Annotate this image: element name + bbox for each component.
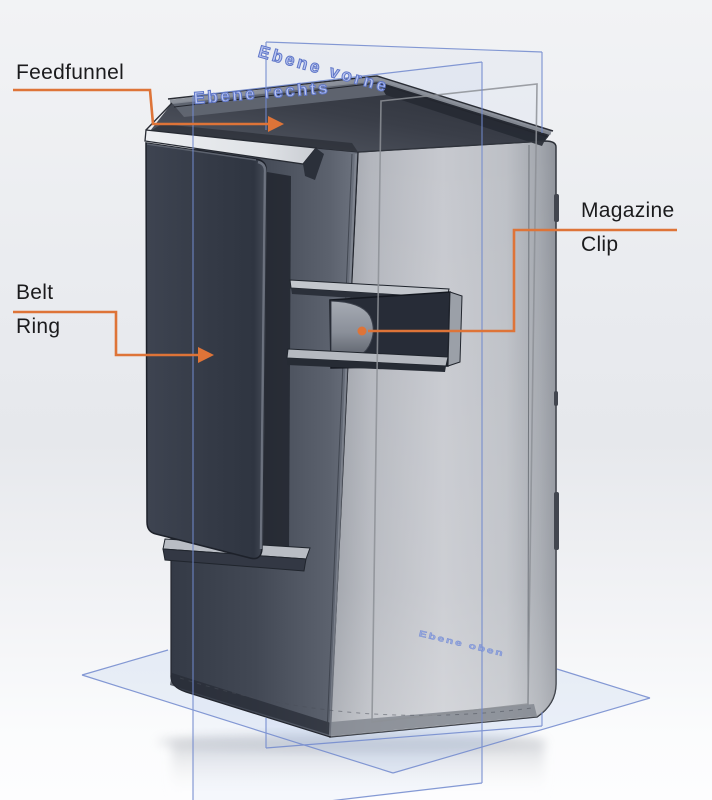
plane-top-lower-right-edge[interactable] xyxy=(392,697,651,774)
side-tab xyxy=(554,492,559,550)
model-body[interactable] xyxy=(145,75,559,738)
front-right-rim-line xyxy=(357,140,546,153)
belt-ring-label-line2: Ring xyxy=(16,315,61,338)
feedfunnel-leader-line xyxy=(13,88,271,126)
feedfunnel-arrowhead xyxy=(268,116,284,132)
belt-plate-edge-highlight xyxy=(257,160,267,550)
plane-front-bottom-edge[interactable] xyxy=(265,725,543,749)
left-silhouette-line xyxy=(145,102,173,131)
rim-inner-line xyxy=(173,82,549,138)
bottom-fillet-right xyxy=(330,704,537,736)
funnel-right-cheek xyxy=(303,148,324,180)
plane-right-top-edge[interactable] xyxy=(192,61,483,97)
plane-front-top-edge[interactable] xyxy=(265,41,543,53)
magazine-clip-leader-line xyxy=(368,228,677,333)
front-corner-highlight xyxy=(328,153,358,737)
plane-top-upper-right-edge[interactable] xyxy=(556,668,651,699)
reference-plane-top[interactable] xyxy=(81,649,651,774)
clip-lower-arm-side xyxy=(287,358,446,372)
belt-ring-arrowhead xyxy=(198,347,214,363)
side-tab xyxy=(554,391,558,406)
belt-ring-label-line1: Belt xyxy=(16,281,54,304)
callout-terminators xyxy=(198,116,367,363)
clip-plate-edge xyxy=(447,291,463,367)
belt-plate-face[interactable] xyxy=(145,142,267,560)
inner-wall-back-left xyxy=(172,80,386,117)
belt-plate-top-highlight xyxy=(146,143,257,161)
plane-top-lower-left-edge[interactable] xyxy=(81,674,394,774)
rim-band xyxy=(169,76,552,136)
feedfunnel-label: Feedfunnel xyxy=(16,61,125,84)
plane-right-bottom-edge[interactable] xyxy=(193,782,483,800)
tangent-seam-dashed xyxy=(179,677,533,716)
callout-leaders xyxy=(13,88,677,357)
reference-plane-edges[interactable] xyxy=(81,41,651,800)
magazine-clip-dot xyxy=(357,326,367,336)
reference-plane-front[interactable] xyxy=(265,41,543,749)
plane-top-upper-left-edge[interactable] xyxy=(81,649,169,676)
magazine-clip-label-line2: Clip xyxy=(581,233,619,256)
belt-ring-part[interactable] xyxy=(145,142,267,560)
belt-ring-leader-line xyxy=(13,310,200,357)
reference-plane-right[interactable] xyxy=(192,61,483,800)
front-corner-line xyxy=(326,153,353,734)
belt-plate-shadow-gap xyxy=(263,172,291,553)
side-tab xyxy=(554,194,559,222)
side-tabs xyxy=(554,194,559,550)
magazine-clip-label-line1: Magazine xyxy=(581,199,675,222)
feedfunnel-part[interactable] xyxy=(144,129,324,180)
right-face-seam xyxy=(527,144,530,706)
inner-front-shadow xyxy=(150,124,358,152)
sketch-rectangle[interactable] xyxy=(371,83,538,723)
bottom-fillet-front xyxy=(170,673,331,735)
